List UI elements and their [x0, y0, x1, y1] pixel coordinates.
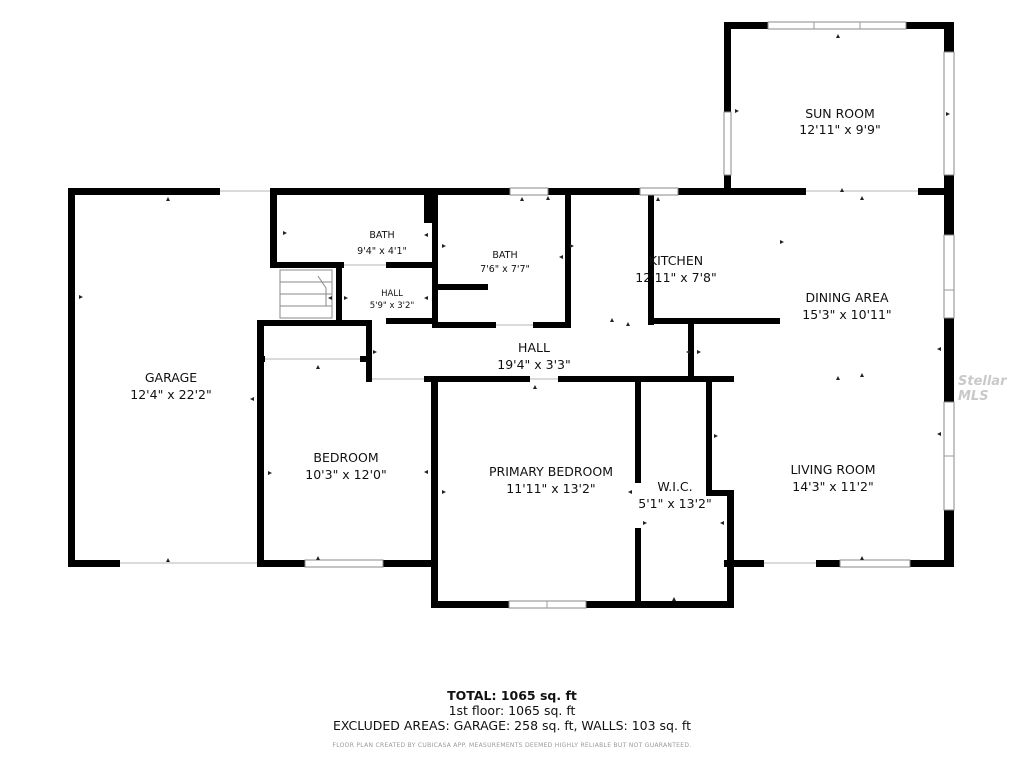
hall-small-name: HALL — [381, 289, 403, 299]
hall-small-dims: 5'9" x 3'2" — [370, 301, 415, 311]
dining-dims: 15'3" x 10'11" — [802, 307, 891, 322]
primary-bedroom-name: PRIMARY BEDROOM — [489, 464, 613, 479]
stairs — [279, 269, 333, 319]
kitchen-dims: 12'11" x 7'8" — [635, 270, 716, 285]
wic-dims: 5'1" x 13'2" — [638, 496, 711, 511]
kitchen-name: KITCHEN — [649, 253, 703, 268]
bath1-dims: 9'4" x 4'1" — [357, 246, 407, 257]
garage-dims: 12'4" x 22'2" — [130, 387, 211, 402]
primary-bedroom-dims: 11'11" x 13'2" — [506, 481, 595, 496]
footer-disclaimer: FLOOR PLAN CREATED BY CUBICASA APP. MEAS… — [332, 742, 692, 749]
wic-name: W.I.C. — [657, 479, 692, 494]
hall-dims: 19'4" x 3'3" — [497, 357, 570, 372]
sun-room-dims: 12'11" x 9'9" — [799, 122, 880, 137]
windows — [304, 21, 955, 609]
garage-name: GARAGE — [145, 370, 197, 385]
bath2-name: BATH — [492, 250, 517, 261]
walls — [68, 22, 954, 608]
sun-room-name: SUN ROOM — [805, 106, 875, 121]
dining-name: DINING AREA — [805, 290, 888, 305]
bedroom-dims: 10'3" x 12'0" — [305, 467, 386, 482]
living-room-name: LIVING ROOM — [790, 462, 875, 477]
living-room-dims: 14'3" x 11'2" — [792, 479, 873, 494]
bath1-name: BATH — [369, 230, 394, 241]
door-openings — [120, 190, 918, 564]
hall-name: HALL — [518, 340, 550, 355]
bedroom-name: BEDROOM — [313, 450, 378, 465]
footer-floor-area: 1st floor: 1065 sq. ft — [448, 703, 576, 718]
bath2-dims: 7'6" x 7'7" — [480, 264, 530, 275]
footer-total: TOTAL: 1065 sq. ft — [447, 688, 577, 703]
footer-excluded-areas: EXCLUDED AREAS: GARAGE: 258 sq. ft, WALL… — [332, 718, 692, 733]
door-markers — [79, 34, 950, 601]
watermark: Stellar MLS — [958, 374, 1007, 404]
room-labels: SUN ROOM 12'11" x 9'9" GARAGE 12'4" x 22… — [130, 106, 891, 511]
